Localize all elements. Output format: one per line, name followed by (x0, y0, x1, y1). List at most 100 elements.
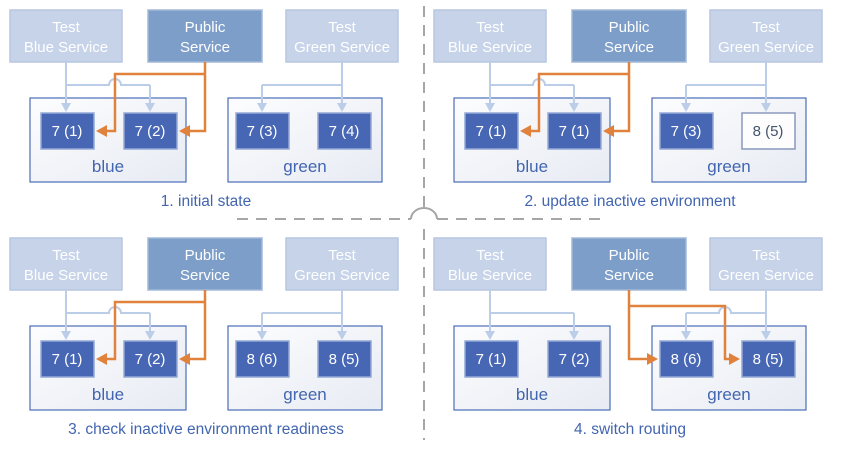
test-blue-service-label: Blue Service (24, 267, 108, 284)
arrow-right-icon (647, 353, 658, 365)
quadrant-switch-routing: Test Blue Service Public Service Test Gr… (433, 237, 823, 438)
arrow-left-icon (520, 125, 531, 137)
version-label: 7 (2) (135, 123, 166, 140)
quadrant-update-inactive-environment: Test Blue Service Public Service Test Gr… (433, 9, 823, 210)
version-box (464, 340, 519, 378)
blue-env-label: blue (92, 157, 124, 176)
public-routing-arrows-to-blue (107, 62, 207, 133)
version-label: 7 (3) (671, 123, 702, 140)
blue-env-label: blue (92, 385, 124, 404)
quadrant-initial-state: Test Blue Service Public Service Test Gr… (9, 9, 399, 210)
quadrant-caption: 1. initial state (161, 193, 251, 210)
public-routing-arrows-to-blue (531, 62, 631, 133)
public-service-label: Public (609, 247, 650, 264)
test-green-service-label: Test (752, 19, 780, 36)
quadrant-caption: 2. update inactive environment (524, 193, 736, 210)
green-env-label: green (283, 157, 326, 176)
test-green-service-box (285, 9, 399, 63)
version-label: 8 (6) (247, 351, 278, 368)
version-label: 8 (5) (329, 351, 360, 368)
version-label: 7 (4) (329, 123, 360, 140)
arrow-left-icon (179, 125, 190, 137)
public-service-box (571, 9, 687, 63)
public-service-box (147, 9, 263, 63)
version-label: 8 (5) (753, 123, 784, 140)
arrow-down-icon (61, 103, 71, 112)
public-routing-arrows-to-blue (107, 290, 207, 361)
test-blue-arrows (65, 62, 151, 103)
test-green-service-label: Green Service (718, 267, 814, 284)
arrow-down-icon (485, 103, 495, 112)
quadrant-caption: 4. switch routing (574, 421, 686, 438)
version-label: 7 (1) (559, 123, 590, 140)
public-service-label: Service (180, 39, 230, 56)
arrow-down-icon (61, 331, 71, 340)
test-blue-service-label: Blue Service (24, 39, 108, 56)
test-blue-arrows (489, 62, 575, 103)
arrow-down-icon (569, 103, 579, 112)
public-routing-arrows-to-green (627, 290, 729, 361)
version-box (123, 340, 178, 378)
public-service-label: Public (185, 19, 226, 36)
arrow-left-icon (96, 353, 107, 365)
test-green-arrows (685, 62, 767, 103)
arrow-down-icon (569, 331, 579, 340)
test-green-service-label: Green Service (294, 39, 390, 56)
version-box (659, 340, 714, 378)
version-box (317, 112, 372, 150)
test-green-arrows (261, 62, 343, 103)
green-env-label: green (707, 157, 750, 176)
test-green-service-label: Test (328, 247, 356, 264)
version-label: 7 (1) (52, 123, 83, 140)
test-blue-service-label: Blue Service (448, 39, 532, 56)
arrow-down-icon (681, 103, 691, 112)
version-label: 8 (5) (753, 351, 784, 368)
arrow-left-icon (179, 353, 190, 365)
quadrant-caption: 3. check inactive environment readiness (68, 421, 344, 438)
arrow-down-icon (337, 331, 347, 340)
version-label: 7 (2) (135, 351, 166, 368)
test-green-service-label: Green Service (294, 267, 390, 284)
test-blue-service-label: Test (476, 19, 504, 36)
arrow-down-icon (485, 331, 495, 340)
test-blue-service-box (9, 9, 123, 63)
version-label: 7 (1) (476, 351, 507, 368)
test-blue-service-label: Test (476, 247, 504, 264)
arrow-down-icon (681, 331, 691, 340)
version-box (659, 112, 714, 150)
blue-env-label: blue (516, 157, 548, 176)
test-blue-service-box (9, 237, 123, 291)
version-box (235, 340, 290, 378)
arrow-left-icon (96, 125, 107, 137)
public-service-label: Public (185, 247, 226, 264)
test-blue-arrows (489, 290, 575, 331)
test-blue-service-label: Blue Service (448, 267, 532, 284)
test-green-service-box (285, 237, 399, 291)
version-box (123, 112, 178, 150)
version-box (317, 340, 372, 378)
green-env-label: green (283, 385, 326, 404)
test-blue-service-box (433, 9, 547, 63)
test-green-service-box (709, 237, 823, 291)
version-box (741, 340, 796, 378)
version-label: 7 (1) (476, 123, 507, 140)
version-label: 7 (2) (559, 351, 590, 368)
public-service-box (147, 237, 263, 291)
test-green-service-label: Test (752, 247, 780, 264)
arrow-down-icon (257, 103, 267, 112)
public-service-label: Service (604, 267, 654, 284)
public-service-label: Service (604, 39, 654, 56)
public-service-label: Public (609, 19, 650, 36)
arrow-down-icon (337, 103, 347, 112)
version-label: 7 (1) (52, 351, 83, 368)
arrow-left-icon (603, 125, 614, 137)
version-box (547, 340, 602, 378)
version-box (40, 112, 95, 150)
arrow-down-icon (145, 103, 155, 112)
version-box (547, 112, 602, 150)
arrow-down-icon (257, 331, 267, 340)
test-blue-service-label: Test (52, 19, 80, 36)
arrow-down-icon (761, 103, 771, 112)
test-green-arrows (261, 290, 343, 331)
